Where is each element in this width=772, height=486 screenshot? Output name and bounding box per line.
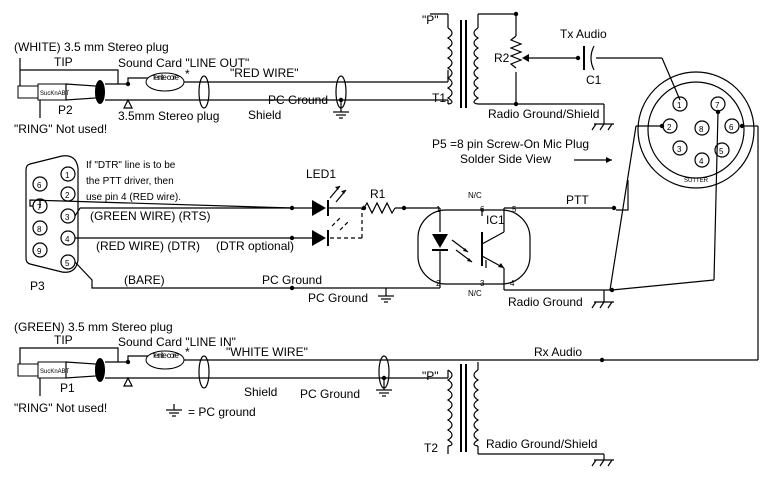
db9-connector-p3: 6 1 7 2 8 3 9 4 5 bbox=[25, 155, 79, 273]
pc-ground-label-mid: PC Ground bbox=[262, 273, 322, 287]
db9-pin-4: 4 bbox=[65, 235, 70, 244]
radio-ground-shield-label-bottom: Radio Ground/Shield bbox=[486, 437, 597, 451]
tx-audio-label: Tx Audio bbox=[560, 27, 607, 41]
ic1-label: IC1 bbox=[486, 213, 505, 227]
tip-label-bottom: TIP bbox=[54, 333, 73, 347]
sound-card-out-label: Sound Card "LINE OUT" bbox=[118, 56, 249, 70]
ferrite-star-top: * bbox=[185, 67, 190, 81]
dtr-note-2: the PTT driver, then bbox=[86, 176, 174, 187]
plug-brand-bottom: SucKnABT bbox=[40, 369, 70, 375]
db9-pin-8: 8 bbox=[37, 225, 42, 234]
p1-label: P1 bbox=[60, 381, 75, 395]
radio-ground-shield-label-top: Radio Ground/Shield bbox=[488, 107, 599, 121]
ic-pin-3: 3 bbox=[480, 279, 485, 288]
pc-ground-label-bottom: PC Ground bbox=[300, 387, 360, 401]
ring-label-bottom: "RING" Not used! bbox=[14, 401, 107, 415]
pc-ground-legend: = PC ground bbox=[188, 405, 256, 419]
nc-label-top: N/C bbox=[468, 191, 482, 200]
ring-label-top: "RING" Not used! bbox=[14, 122, 107, 136]
led1-label: LED1 bbox=[306, 167, 336, 181]
ic-pin-1: 1 bbox=[436, 205, 441, 214]
radio-ground-label-mid: Radio Ground bbox=[508, 295, 583, 309]
white-wire-label: "WHITE WIRE" bbox=[226, 345, 308, 359]
p-label-top: "P" bbox=[422, 13, 439, 27]
dtr-note-1: If "DTR" line is to be bbox=[86, 160, 176, 171]
db9-pin-2: 2 bbox=[65, 191, 70, 200]
ic-pin-5: 5 bbox=[512, 205, 517, 214]
ic-pin-6: 6 bbox=[480, 205, 485, 214]
optocoupler-ic1: 1 2 3 4 5 6 bbox=[417, 205, 531, 290]
nc-label-bottom: N/C bbox=[468, 289, 482, 298]
mic-pin-4: 4 bbox=[699, 157, 704, 166]
r1-label: R1 bbox=[370, 187, 386, 201]
db9-pin-6: 6 bbox=[37, 181, 42, 190]
p5-sub-label: Solder Side View bbox=[460, 152, 552, 166]
green-plug-label: (GREEN) 3.5 mm Stereo plug bbox=[14, 320, 173, 334]
transformer-t2 bbox=[446, 364, 480, 452]
db9-pin-5: 5 bbox=[65, 259, 70, 268]
ptt-label: PTT bbox=[566, 193, 589, 207]
ic-pin-2: 2 bbox=[436, 279, 441, 288]
mic-pin-7: 7 bbox=[715, 101, 720, 110]
p3-label: P3 bbox=[30, 279, 45, 293]
ferrite-star-bottom: * bbox=[185, 345, 190, 359]
ferrite-label-top: ferrite core bbox=[153, 73, 180, 82]
dtr-optional-label: (DTR optional) bbox=[216, 239, 294, 253]
tip-label-top: TIP bbox=[54, 55, 73, 69]
ic-pin-4: 4 bbox=[510, 279, 515, 288]
rx-audio-label: Rx Audio bbox=[534, 345, 582, 359]
stereo-plug-label-top: 3.5mm Stereo plug bbox=[118, 109, 219, 123]
plug-p1: SucKnABT bbox=[17, 358, 128, 382]
mic-pin-2: 2 bbox=[667, 123, 672, 132]
p-label-bottom: "P" bbox=[422, 369, 439, 383]
bare-label: (BARE) bbox=[124, 273, 165, 287]
c1-label: C1 bbox=[586, 73, 602, 87]
db9-pin-1: 1 bbox=[65, 171, 70, 180]
t2-label: T2 bbox=[424, 441, 438, 455]
red-wire-label: "RED WIRE" bbox=[230, 66, 299, 80]
r2-label: R2 bbox=[494, 51, 510, 65]
pc-ground-label-mid2: PC Ground bbox=[308, 291, 368, 305]
sound-card-in-label: Sound Card "LINE IN" bbox=[118, 335, 236, 349]
shield-label-top: Shield bbox=[248, 108, 281, 122]
p2-label: P2 bbox=[58, 103, 73, 117]
mic-pin-3: 3 bbox=[677, 145, 682, 154]
mic-pin-5: 5 bbox=[719, 147, 724, 156]
db9-pin-9: 9 bbox=[37, 247, 42, 256]
pc-ground-label-top: PC Ground bbox=[268, 93, 328, 107]
ferrite-label-bottom: ferrite core bbox=[153, 351, 180, 360]
green-wire-rts-label: (GREEN WIRE) (RTS) bbox=[90, 209, 210, 223]
mic-plug-p5: SUTTER 1 2 3 4 5 6 7 8 bbox=[637, 71, 755, 189]
dtr-note-3: use pin 4 (RED wire). bbox=[86, 192, 181, 203]
p5-brand: SUTTER bbox=[684, 178, 709, 184]
white-plug-label: (WHITE) 3.5 mm Stereo plug bbox=[14, 40, 169, 54]
mic-pin-1: 1 bbox=[677, 101, 682, 110]
mic-pin-6: 6 bbox=[729, 123, 734, 132]
plug-brand-top: SucKnABT bbox=[40, 91, 70, 97]
transformer-t1 bbox=[446, 20, 480, 108]
mic-pin-8: 8 bbox=[699, 125, 704, 134]
t1-label: T1 bbox=[432, 91, 446, 105]
plug-p2: SucKnABT bbox=[17, 80, 128, 104]
db9-pin-3: 3 bbox=[65, 213, 70, 222]
shield-label-bottom: Shield bbox=[244, 385, 277, 399]
red-wire-dtr-label: (RED WIRE) (DTR) bbox=[96, 239, 200, 253]
p5-title-label: P5 =8 pin Screw-On Mic Plug bbox=[432, 137, 589, 151]
